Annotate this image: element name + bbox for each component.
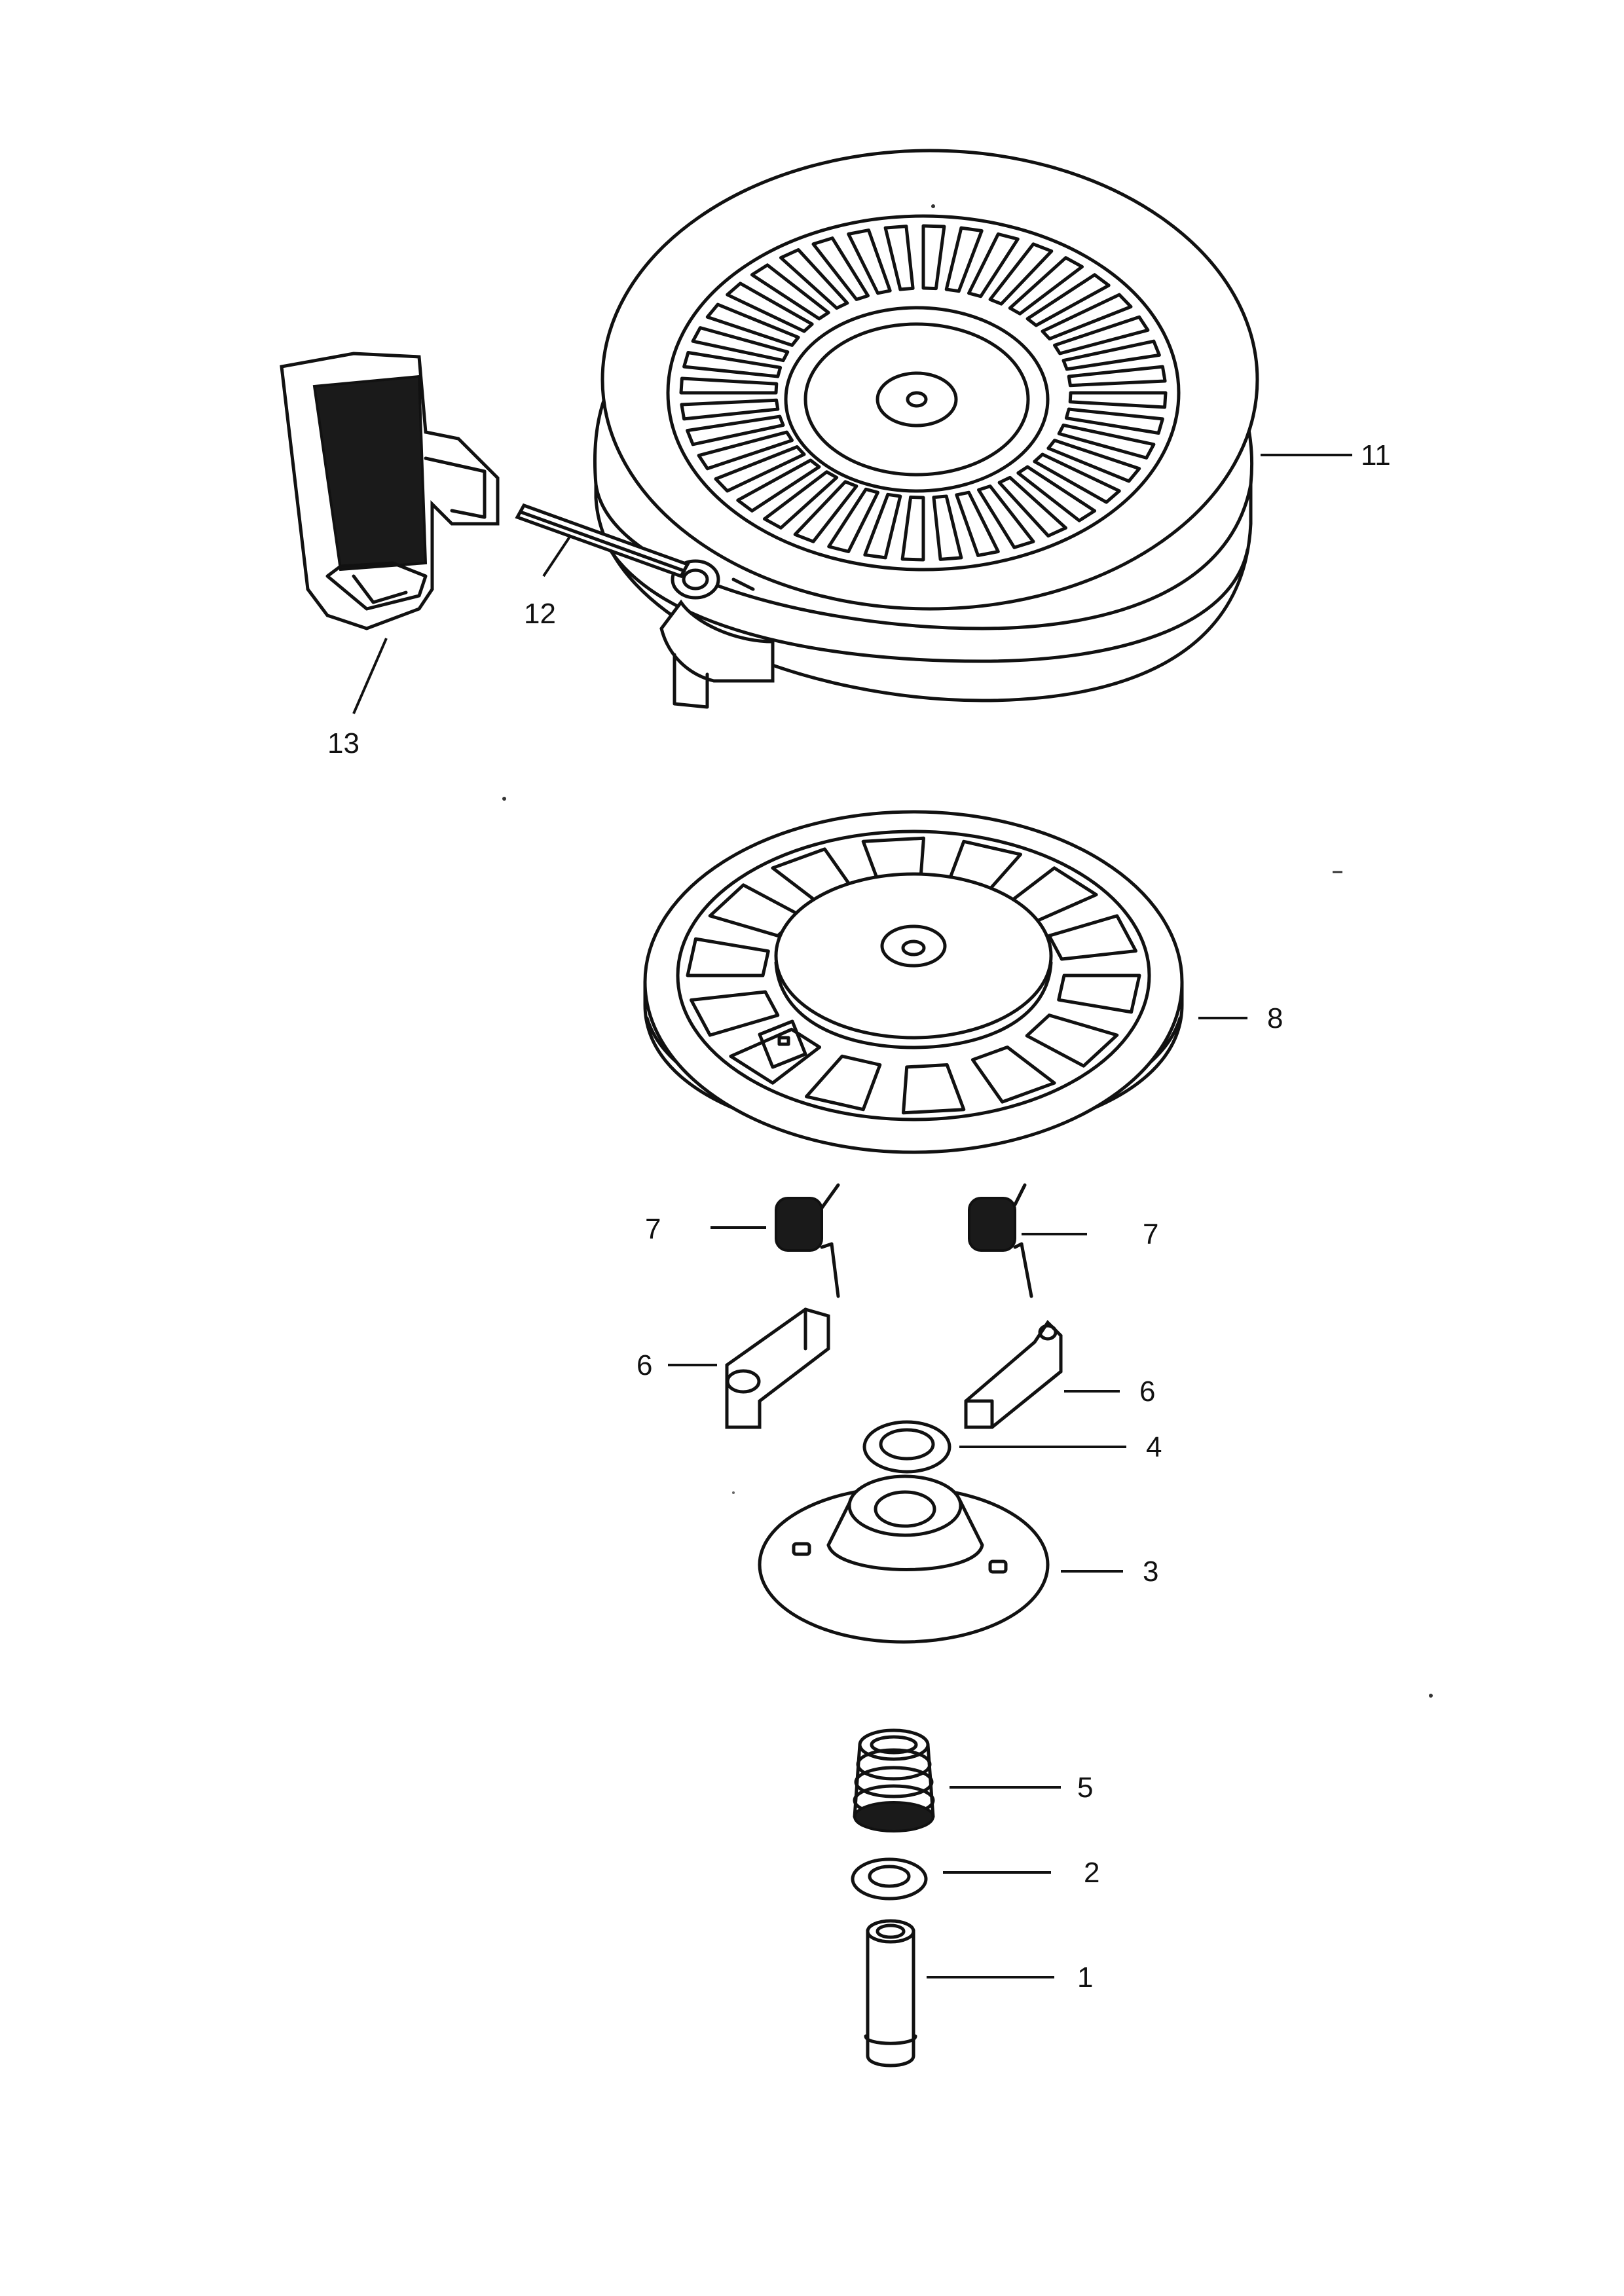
housing-vent-slot bbox=[763, 470, 839, 530]
housing-vent-slot bbox=[811, 236, 870, 301]
housing-vent-slot bbox=[900, 495, 925, 562]
housing-vent-slot bbox=[863, 492, 902, 560]
part-4-washer bbox=[862, 1420, 951, 1474]
housing-vent-slot bbox=[726, 282, 814, 333]
housing-vent-slot bbox=[680, 398, 780, 421]
pulley-spoke-window bbox=[729, 1027, 822, 1085]
callout-3: 3 bbox=[1143, 1556, 1158, 1588]
housing-vent-slot bbox=[1064, 407, 1164, 435]
part-6-pawl-left bbox=[725, 1307, 830, 1429]
pulley-spoke-window bbox=[1057, 974, 1141, 1014]
housing-vent-slot bbox=[932, 494, 963, 561]
housing-vent-slot bbox=[682, 351, 783, 378]
housing-vent-slot bbox=[686, 414, 785, 446]
callout-11: 11 bbox=[1361, 439, 1391, 471]
callout-7-right: 7 bbox=[1143, 1218, 1158, 1250]
housing-vent-slot bbox=[883, 225, 915, 291]
pulley-spoke-window bbox=[902, 1063, 966, 1115]
pulley-spoke-window bbox=[690, 990, 780, 1037]
pulley-spoke-window bbox=[1047, 914, 1137, 961]
leader-lines bbox=[352, 454, 1352, 1978]
part-6-pawl-right bbox=[964, 1320, 1063, 1429]
pulley-spoke-window bbox=[805, 1054, 882, 1112]
housing-vent-slot bbox=[1053, 315, 1150, 355]
housing-vent-slot bbox=[705, 302, 800, 347]
part-5-brake-spring bbox=[853, 1728, 935, 1832]
callout-5: 5 bbox=[1077, 1772, 1093, 1804]
housing-vent-slot bbox=[779, 248, 849, 310]
housing-vent-slot bbox=[691, 326, 790, 363]
housing-vent-slot bbox=[793, 480, 858, 543]
housing-vent-slot bbox=[997, 475, 1067, 538]
housing-vent-slot bbox=[1016, 465, 1097, 522]
housing-vent-slot bbox=[921, 224, 946, 291]
part-7-spring-left bbox=[775, 1183, 840, 1298]
pulley-spoke-window bbox=[970, 1046, 1056, 1104]
housing-vent-slot bbox=[750, 263, 830, 321]
housing-vent-slot bbox=[1025, 273, 1111, 327]
callout-6-right: 6 bbox=[1139, 1376, 1155, 1408]
callout-7-left: 7 bbox=[645, 1213, 661, 1245]
part-11-starter-housing bbox=[593, 149, 1259, 709]
housing-vent-slot bbox=[1068, 391, 1168, 409]
part-2-washer bbox=[851, 1857, 928, 1901]
callout-6-left: 6 bbox=[637, 1349, 652, 1381]
callout-12: 12 bbox=[524, 598, 556, 630]
housing-vent-slot bbox=[1033, 452, 1121, 504]
housing-vent-slot bbox=[1057, 423, 1156, 460]
housing-vent-slot bbox=[1061, 339, 1161, 371]
housing-vent-slot bbox=[1008, 256, 1084, 316]
housing-vent-slot bbox=[967, 232, 1020, 299]
part-3-retainer-plate bbox=[758, 1474, 1050, 1644]
pulley-spoke-window bbox=[1025, 1013, 1119, 1068]
housing-vent-slot bbox=[977, 484, 1035, 549]
scan-specks bbox=[502, 204, 1433, 1698]
housing-vent-slot bbox=[1041, 293, 1133, 340]
housing-vent-slot bbox=[988, 242, 1054, 306]
housing-vent-slot bbox=[714, 445, 806, 493]
callout-8: 8 bbox=[1267, 1002, 1283, 1034]
pulley-spoke-window bbox=[686, 937, 770, 977]
callout-13: 13 bbox=[327, 727, 360, 759]
housing-vent-slot bbox=[1067, 365, 1167, 388]
housing-vent-slot bbox=[847, 228, 892, 295]
housing-vent-slot bbox=[736, 458, 821, 513]
part-1-pin bbox=[864, 1919, 917, 2068]
housing-vent-slot bbox=[955, 490, 1000, 557]
part-8-pulley bbox=[643, 810, 1184, 1154]
housing-vent-slot bbox=[697, 430, 794, 471]
housing-vent-slot bbox=[1046, 439, 1141, 483]
part-7-spring-right bbox=[968, 1183, 1033, 1298]
part-12-starter-rope bbox=[515, 503, 690, 579]
callout-1: 1 bbox=[1077, 1961, 1093, 1994]
callout-4: 4 bbox=[1146, 1431, 1162, 1463]
part-13-starter-handle bbox=[280, 352, 500, 630]
housing-vent-slot bbox=[679, 376, 779, 395]
housing-vent-slot bbox=[827, 487, 879, 553]
housing-vent-slot bbox=[944, 226, 984, 293]
callout-2: 2 bbox=[1084, 1857, 1099, 1889]
callout-labels: 11 12 13 8 7 7 6 6 4 3 5 2 1 bbox=[327, 439, 1391, 1994]
